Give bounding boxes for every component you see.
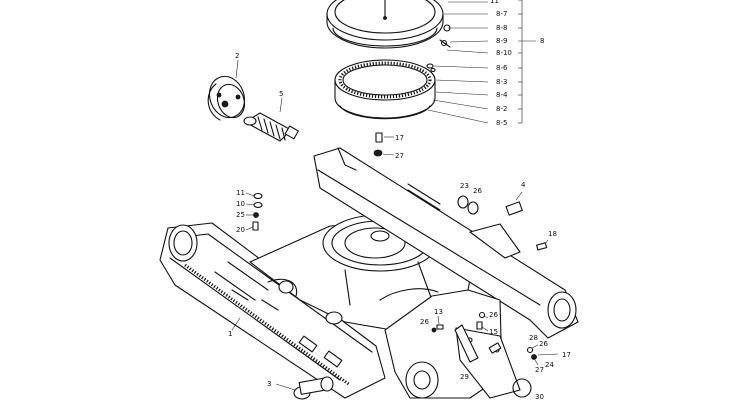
callout-8-2: 8-2 <box>496 105 507 113</box>
callout-labels: 11 8-7 8-8 8-9 8 8-10 8-6 8-3 8-4 8-2 8-… <box>228 0 571 400</box>
swing-bearing-lower-ring <box>334 59 436 120</box>
callout-8: 8 <box>540 37 544 45</box>
callout-8-3: 8-3 <box>496 78 507 86</box>
callout-25: 25 <box>236 211 245 219</box>
callout-17-top: 17 <box>395 134 404 142</box>
callout-20: 20 <box>236 226 245 234</box>
callout-11-left: 11 <box>236 189 245 197</box>
bolt-17-top <box>375 132 394 143</box>
callout-8-4: 8-4 <box>496 91 508 99</box>
callout-15: 15 <box>489 328 498 336</box>
callout-8-8: 8-8 <box>496 24 507 32</box>
callout-27-top: 27 <box>395 152 404 160</box>
leader-1 <box>231 317 241 331</box>
callout-8-9: 8-9 <box>496 37 507 45</box>
small-parts-right <box>431 311 559 366</box>
callout-30: 30 <box>535 393 544 400</box>
track-frame-right <box>313 147 579 339</box>
callout-23: 23 <box>460 182 469 190</box>
callout-2: 2 <box>235 52 239 60</box>
callout-26-mid: 26 <box>473 187 482 195</box>
callout-4: 4 <box>521 181 526 189</box>
callout-26-right: 26 <box>489 311 498 319</box>
callout-11: 11 <box>490 0 499 5</box>
callout-8-6: 8-6 <box>496 64 508 72</box>
small-parts-centre <box>457 191 549 251</box>
callout-3: 3 <box>267 380 271 388</box>
callout-8-7: 8-7 <box>496 10 507 18</box>
callout-27-low: 27 <box>535 366 544 374</box>
callout-17-low: 17 <box>562 351 571 359</box>
callout-10: 10 <box>236 200 245 208</box>
callout-13: 13 <box>434 308 443 316</box>
callout-26-low: 26 <box>420 318 429 326</box>
grease-fitting-centre <box>278 280 343 325</box>
small-parts-left <box>245 192 263 231</box>
callout-28: 28 <box>529 334 538 342</box>
callout-24: 24 <box>545 361 554 369</box>
callout-29: 29 <box>460 373 469 381</box>
callout-8-10: 8-10 <box>496 49 512 57</box>
callout-5: 5 <box>279 90 283 98</box>
track-frame-left <box>159 222 386 399</box>
idler-wheel <box>207 59 246 121</box>
ring-leader-lines <box>427 0 536 124</box>
washer-27-top <box>373 149 395 157</box>
swing-bearing-upper-ring <box>326 0 444 49</box>
callout-8-5: 8-5 <box>496 119 507 127</box>
callout-18: 18 <box>548 230 557 238</box>
callout-1: 1 <box>228 330 232 338</box>
recoil-spring <box>243 97 299 142</box>
tensioner-cylinder-3 <box>275 376 334 400</box>
callout-26-far: 26 <box>539 340 548 348</box>
